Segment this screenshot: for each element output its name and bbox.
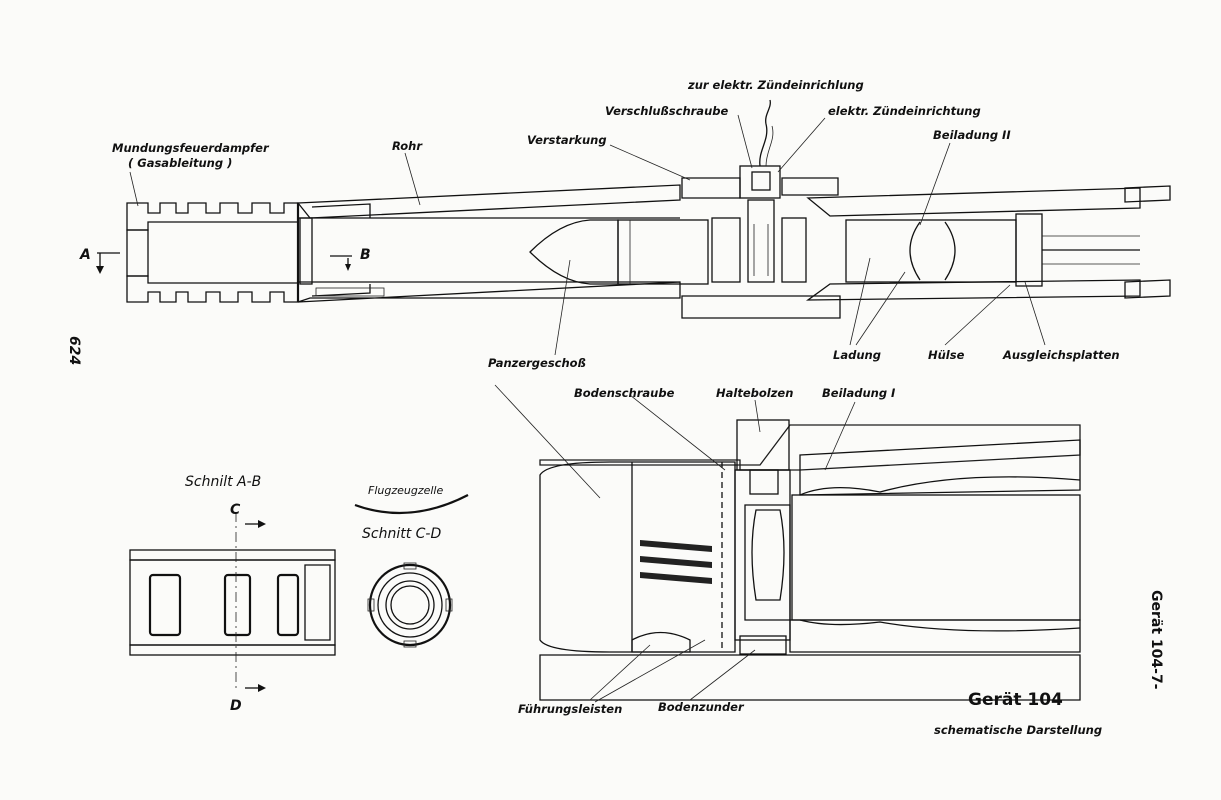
label-extra-charge-1: Beiladung I	[822, 386, 896, 400]
cartridge-case	[805, 185, 1171, 301]
projectile-in-barrel	[529, 219, 709, 285]
label-reinforcement: Verstarkung	[527, 133, 607, 147]
label-section-ab: Schnilt A-B	[185, 474, 261, 490]
label-gas-diversion: ( Gasableitung )	[128, 156, 232, 170]
leader-lines-top	[129, 114, 1046, 499]
muzzle-damper	[126, 202, 300, 303]
breech-detail-enlarged	[539, 394, 1081, 703]
label-holding-bolt: Haltebolzen	[716, 386, 793, 400]
marker-a: A	[79, 247, 91, 263]
ignition-unit	[739, 99, 781, 199]
label-airframe: Flugzeugzelle	[368, 484, 443, 497]
label-section-cd: Schnitt C-D	[362, 526, 441, 542]
marker-b: B	[360, 247, 371, 263]
label-base-fuze: Bodenzunder	[658, 700, 745, 714]
label-guide-rails: Führungsleisten	[518, 702, 622, 716]
marker-c: C	[230, 502, 241, 518]
weapon-longitudinal-section	[96, 99, 1171, 499]
label-balance-plates: Ausgleichsplatten	[1002, 348, 1120, 362]
label-muzzle-damper: Mundungsfeuerdampfer	[112, 141, 270, 155]
side-code: Gerät 104-7-	[1148, 590, 1164, 690]
reinforcement-block	[681, 177, 841, 319]
device-subtitle: schematische Darstellung	[934, 723, 1102, 737]
page-number: 624	[66, 336, 82, 365]
section-markers-ab	[96, 252, 352, 274]
device-title: Gerät 104	[968, 690, 1063, 710]
label-ignition: elektr. Zündeinrichtung	[828, 104, 981, 118]
label-to-ignition: zur elektr. Zündeinrichlung	[687, 78, 864, 92]
label-barrel: Rohr	[392, 139, 423, 153]
section-ab-view	[129, 512, 336, 692]
section-cd-view	[354, 494, 469, 648]
label-breech-screw: Verschlußschraube	[605, 104, 728, 118]
label-charge: Ladung	[833, 348, 881, 362]
marker-d: D	[230, 698, 242, 714]
label-base-screw: Bodenschraube	[574, 386, 675, 400]
label-extra-charge-2: Beiladung II	[933, 128, 1011, 142]
label-projectile: Panzergeschoß	[488, 356, 586, 370]
barrel	[296, 184, 681, 303]
label-case: Hülse	[928, 348, 965, 362]
